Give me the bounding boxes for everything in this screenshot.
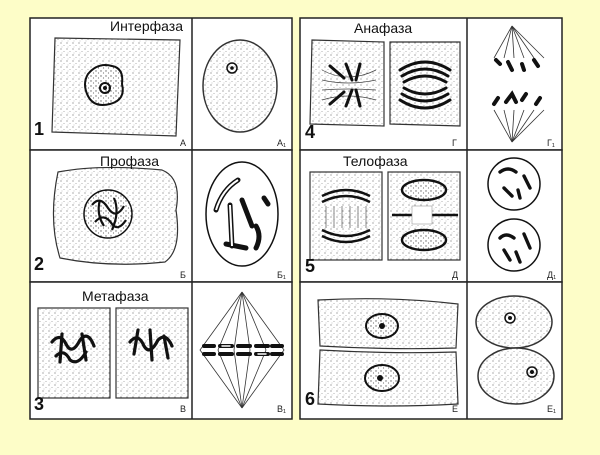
panel-number-4: 4	[305, 122, 315, 142]
sub-label-b: Б	[180, 270, 186, 280]
interphase-nucleus	[84, 64, 124, 106]
sub-label-e1: Е₁	[547, 404, 556, 414]
telophase-daughter-bottom	[487, 218, 541, 272]
anaphase-spindle-detail	[493, 25, 545, 143]
metaphase-spindle	[199, 291, 285, 409]
phase-title-2: Профаза	[100, 153, 159, 169]
sub-label-d1: Д₁	[547, 270, 556, 280]
panel-1-interphase	[51, 37, 278, 137]
telophase-cell-left	[309, 171, 383, 261]
telophase-daughter-top	[487, 157, 541, 211]
panel-4-anaphase	[309, 25, 545, 143]
metaphase-cell-left	[37, 307, 111, 399]
panel-number-3: 3	[34, 394, 44, 414]
panel-5-telophase	[309, 157, 541, 272]
panel-3-metaphase	[37, 291, 285, 409]
phase-title-4: Анафаза	[354, 20, 412, 36]
panel-number-1: 1	[34, 119, 44, 139]
panel-6-daughter-cells	[317, 295, 555, 407]
sub-label-g: Г	[452, 138, 457, 148]
panel-number-5: 5	[305, 256, 315, 276]
anaphase-cell-right	[389, 41, 461, 127]
prophase-cell-detail	[205, 161, 279, 267]
daughter-cell-detail-bottom	[477, 347, 555, 405]
phase-title-3: Метафаза	[82, 288, 149, 304]
phase-title-1: Интерфаза	[110, 18, 183, 34]
sub-label-a1: А₁	[277, 138, 286, 148]
sub-label-b1: Б₁	[277, 270, 286, 280]
sub-label-a: А	[180, 138, 186, 148]
telophase-daughter-nucleus-top	[400, 178, 448, 202]
sub-label-v: В	[180, 404, 186, 414]
panel-2-prophase	[52, 161, 279, 267]
telophase-daughter-nucleus-bottom	[400, 228, 448, 252]
sub-label-g1: Г₁	[547, 138, 555, 148]
sub-label-e: Е	[452, 404, 458, 414]
panel-number-2: 2	[34, 254, 44, 274]
sub-label-v1: В₁	[277, 404, 286, 414]
panel-dividers	[191, 18, 468, 419]
panel-numbers: 1 2 3 4 5 6	[34, 119, 315, 414]
sub-label-d: Д	[452, 270, 458, 280]
interphase-cell-detail	[202, 39, 278, 133]
phase-title-5: Телофаза	[343, 153, 408, 169]
phase-titles: Интерфаза Профаза Метафаза Анафаза Телоф…	[82, 18, 412, 304]
panel-number-6: 6	[305, 389, 315, 409]
sub-labels: А А₁ Б Б₁ В В₁ Г Г₁ Д Д₁ Е Е₁	[180, 138, 556, 414]
prophase-nucleus	[83, 189, 133, 239]
